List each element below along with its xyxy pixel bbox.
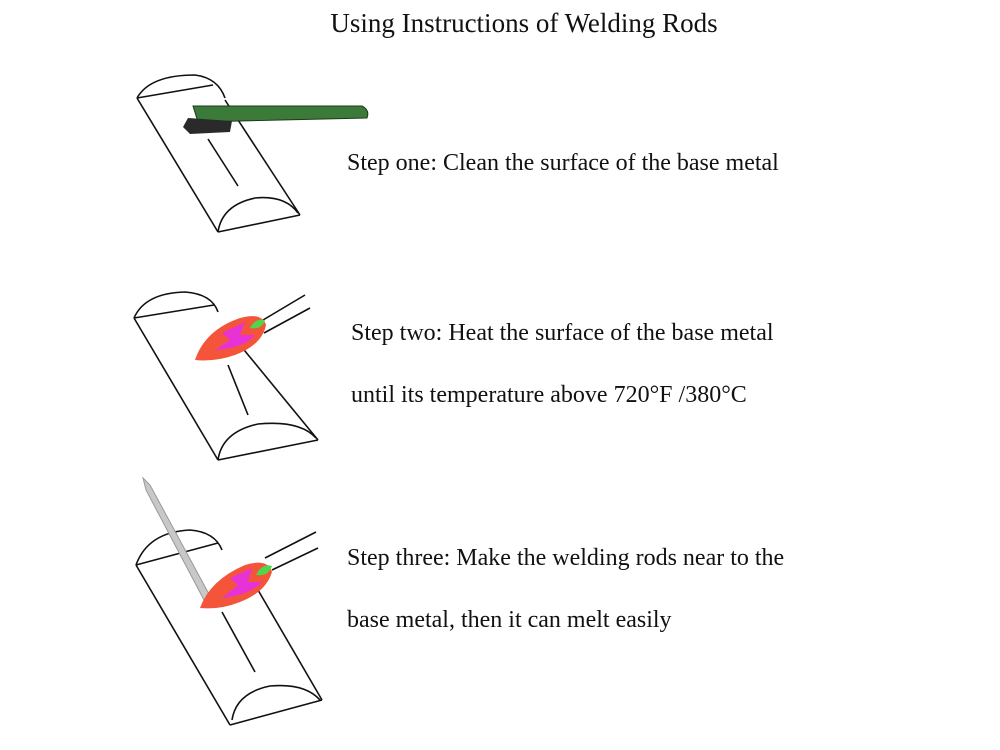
step-three-text: Step three: Make the welding rods near t… <box>347 527 784 651</box>
brush-cleaning-pipe-icon <box>136 74 369 233</box>
step-line: Step two: Heat the surface of the base m… <box>351 320 774 346</box>
page-title: Using Instructions of Welding Rods <box>330 8 718 38</box>
welding-rod <box>142 476 211 601</box>
step-line: Step one: Clean the surface of the base … <box>347 150 779 176</box>
torch-heating-pipe-icon <box>133 291 319 461</box>
step-one-text: Step one: Clean the surface of the base … <box>347 132 779 194</box>
rod-and-torch-pipe-icon <box>135 476 323 726</box>
step-line: until its temperature above 720°F /380°C <box>351 382 747 408</box>
step-line: Step three: Make the welding rods near t… <box>347 545 785 571</box>
brush-handle <box>192 105 369 123</box>
step-two-text: Step two: Heat the surface of the base m… <box>351 302 774 426</box>
step-line: base metal, then it can melt easily <box>347 607 672 633</box>
brush-bristles <box>183 118 232 134</box>
